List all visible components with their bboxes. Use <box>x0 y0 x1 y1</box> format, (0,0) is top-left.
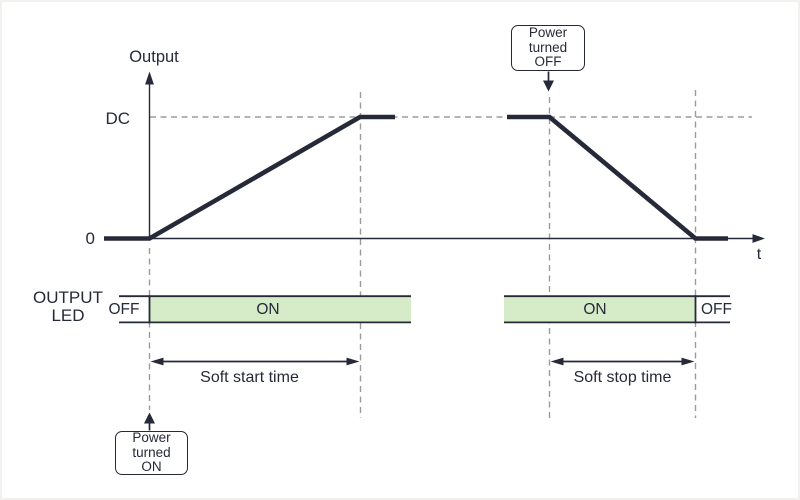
led-bar-start <box>119 295 411 324</box>
led-bar1-off-label: OFF <box>108 301 140 318</box>
soft-start-time-label: Soft start time <box>200 369 299 386</box>
soft-stop-time-arrow <box>550 357 695 366</box>
led-bar1-on-label: ON <box>256 301 280 318</box>
led-bar2-on-fill <box>504 297 695 322</box>
power-turned-off-callout: Power turned OFF <box>511 25 585 71</box>
x-axis-title: t <box>756 246 762 263</box>
waveform-soft-start-segment <box>104 114 395 241</box>
waveform-soft-stop-segment <box>507 114 728 241</box>
soft-stop-time-label: Soft stop time <box>573 369 672 386</box>
led-bar1-on-fill <box>149 297 411 322</box>
led-bar2-on-label: ON <box>583 301 607 318</box>
led-bar2-off-label: OFF <box>701 301 732 318</box>
output-waveform <box>104 114 728 241</box>
power-on-arrowhead-up-icon <box>144 412 155 424</box>
y-axis-arrowhead-icon <box>145 71 154 85</box>
dc-level-label: DC <box>105 109 130 128</box>
soft-stop-arrowhead-left-icon <box>550 357 564 366</box>
power-off-arrowhead-down-icon <box>543 80 554 92</box>
y-axis-title: Output <box>129 48 179 66</box>
power-turned-on-callout: Power turned ON <box>115 431 188 475</box>
soft-start-arrowhead-left-icon <box>150 357 164 366</box>
soft-start-time-arrow <box>150 357 360 366</box>
output-led-label: OUTPUT LED <box>33 288 103 325</box>
axes <box>148 81 756 240</box>
power-off-pointer <box>543 71 554 92</box>
x-axis-arrowhead-icon <box>752 234 765 243</box>
led-bar-stop <box>504 295 730 324</box>
zero-level-label: 0 <box>85 229 95 248</box>
soft-start-arrowhead-right-icon <box>346 357 360 366</box>
soft-stop-arrowhead-right-icon <box>681 357 695 366</box>
dashed-guides <box>148 90 752 418</box>
power-on-pointer <box>144 412 155 431</box>
